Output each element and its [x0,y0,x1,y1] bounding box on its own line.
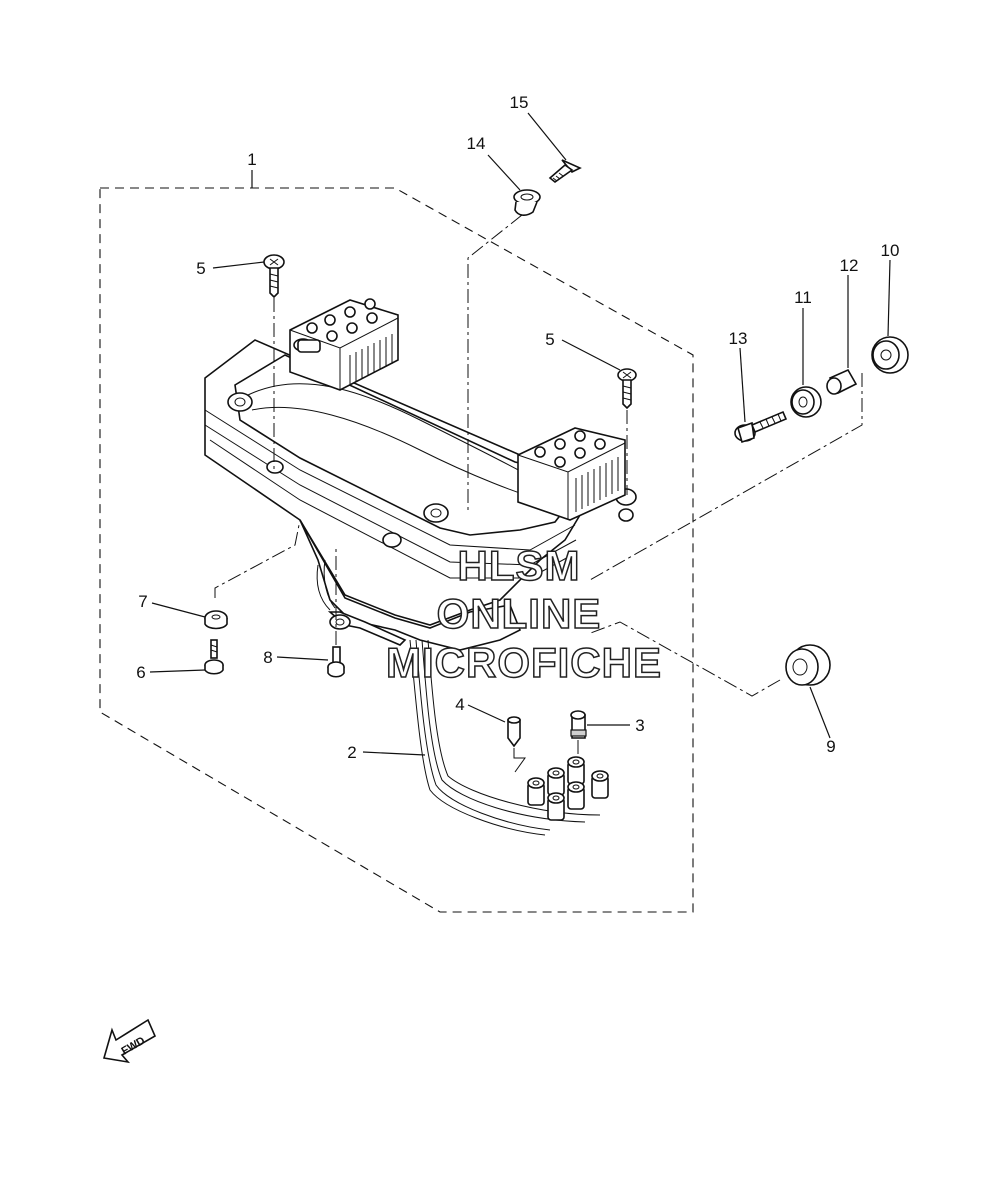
part-8-screw [327,646,345,678]
callout-6: 6 [136,663,145,682]
callout-13: 13 [729,329,748,348]
callout-12: 12 [840,256,859,275]
fwd-arrow-icon: FWD [102,1018,157,1064]
leader-10 [887,259,891,337]
part-12-collar [826,368,858,395]
watermark: HLSM ONLINE MICROFICHE [385,541,662,687]
meter-assembly [204,339,637,836]
callout-15: 15 [510,93,529,112]
break-4 [513,748,526,773]
callout-11: 11 [794,288,812,307]
axis-14 [467,214,523,510]
leader-8 [276,656,329,661]
part-9-grommet [785,644,831,686]
leader-9 [809,686,831,739]
axis-9 [587,621,781,697]
part-5-screw-left [263,254,285,299]
callout-4: 4 [455,695,464,714]
callout-7: 7 [138,592,147,611]
part-14-collar [513,189,541,216]
part-7-washer [204,610,228,630]
callout-9: 9 [826,737,835,756]
leader-5b [561,339,621,371]
callout-5b: 5 [545,330,554,349]
leader-5a [212,261,265,269]
callout-2: 2 [347,743,356,762]
leader-14 [487,154,521,191]
right-indicator-block [517,427,626,521]
bulb-sockets [527,756,609,821]
leader-4 [467,704,506,723]
assembly-boundary [99,187,694,913]
leader-15 [527,112,567,161]
leader-7 [151,602,206,618]
part-10-grommet [871,336,909,374]
part-3-bulb [570,710,587,739]
callout-8: 8 [263,648,272,667]
part-6-bolt [204,639,224,675]
axis-7 [214,519,301,598]
part-15-screw [548,159,582,184]
part-13-bolt [734,410,788,444]
callout-14: 14 [467,134,486,153]
leader-2 [362,751,426,756]
callout-5a: 5 [196,259,205,278]
axis-10-13 [589,373,863,581]
part-5-screw-right [617,368,637,410]
watermark-line-3: MICROFICHE [386,639,662,686]
part-11-grommet [790,386,822,418]
leader-6 [149,669,206,673]
part-4-bulb [507,716,521,748]
watermark-line-1: HLSM [458,542,581,589]
callout-1: 1 [247,150,256,169]
left-indicator-block [289,298,399,391]
watermark-line-2: ONLINE [437,590,602,637]
leader-13 [739,347,746,423]
callout-3: 3 [635,716,644,735]
callout-10: 10 [881,241,900,260]
